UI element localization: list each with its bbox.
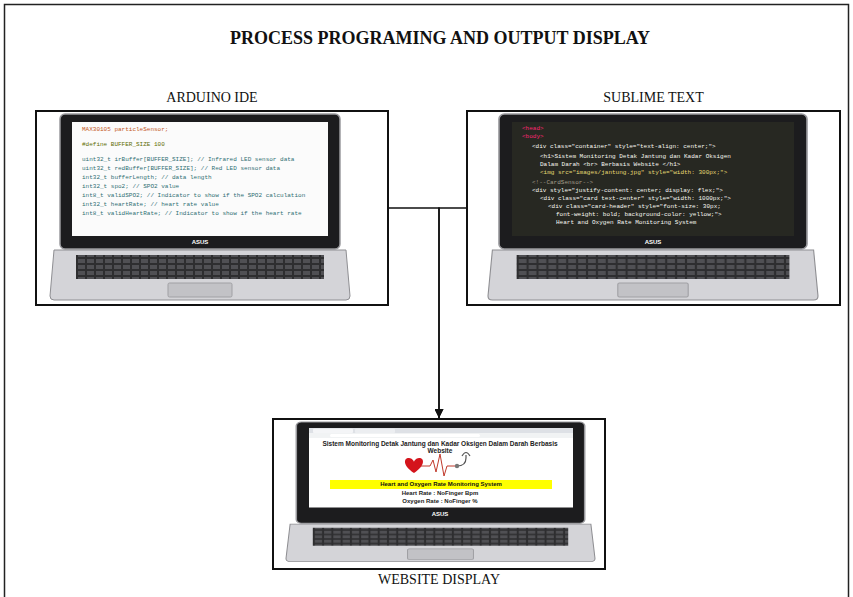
heart-illustration-part [421,454,457,476]
web-title: Sistem Monitoring Detak Jantung dan Kada… [318,440,562,455]
laptop-logo: ASUS [410,511,470,518]
outer-frame [5,5,849,597]
browser-tab [355,429,395,433]
laptop-arduino [50,114,350,300]
laptop-arduino-part [50,114,350,300]
code-line: <div class="card-header" style="font-siz… [548,204,721,211]
code-line: int8_t validSPO2; // Indicator to show i… [82,193,305,200]
laptop-logo: ASUS [170,239,230,246]
laptop-screen [512,122,794,236]
code-line: uint32_t redBuffer[BUFFER_SIZE]; // Red … [82,166,280,173]
address-field [330,434,480,437]
code-line: MAX30105 particleSensor; [82,127,168,134]
code-line: <div style="justify-content: center; dis… [532,188,723,195]
code-line: <head> [522,126,544,133]
heart-illustration-part [462,453,470,457]
flow-connector [389,208,439,418]
code-line: <!--CardSensor--> [532,180,593,187]
web-reading: Oxygen Rate : NoFinger % [360,498,520,505]
code-line: Heart and Oxygen Rate Monitoring System [556,220,696,227]
laptop-logo: ASUS [623,239,683,246]
code-line: #define BUFFER_SIZE 100 [82,142,165,149]
code-line: int32_t heartRate; // heart rate value [82,202,219,209]
browser-tabs [309,428,573,433]
laptop-sublime [488,114,818,300]
code-line: Dalam Darah <br> Berbasis Website </h1> [540,162,680,169]
web-reading: Heart Rate : NoFinger Bpm [360,490,520,497]
address-bar [309,433,573,438]
flow-connector [439,208,466,418]
code-line: <body> [522,134,544,141]
laptop-screen [309,428,573,508]
code-line: int8_t validHeartRate; // Indicator to s… [82,211,302,218]
diagram-title: PROCESS PROGRAMING AND OUTPUT DISPLAY [130,28,750,49]
heart-illustration-part [455,464,459,468]
code-line: <div class="card text-center" style="wid… [540,196,731,203]
laptop-sublime-part [488,114,818,300]
code-line: uint32_t irBuffer[BUFFER_SIZE]; // Infra… [82,157,294,164]
code-line: font-weight: bold; background-color: yel… [556,212,722,219]
yellow-band: Heart and Oxygen Rate Monitoring System [330,480,552,489]
code-line: <h1>Sistem Monitoring Detak Jantung dan … [540,154,731,161]
laptop-website [286,422,595,562]
laptop-website-part [286,422,595,562]
code-line: <img src="images/jantung.jpg" style="wid… [540,170,727,177]
laptop-screen [72,122,328,236]
code-line: <div class="container" style="text-align… [532,144,716,151]
panel-heading: WEBSITE DISPLAY [244,572,634,589]
heart-illustration-part [405,458,423,473]
band-text: Heart and Oxygen Rate Monitoring System [380,481,502,488]
heart-illustration [405,453,470,477]
code-line: int32_t spo2; // SPO2 value [82,184,179,191]
browser-tab [313,429,353,433]
panel-heading: ARDUINO IDE [7,90,417,107]
panel-heading: SUBLIME TEXT [438,90,853,107]
code-line: int32_t bufferLength; // data length [82,175,212,182]
